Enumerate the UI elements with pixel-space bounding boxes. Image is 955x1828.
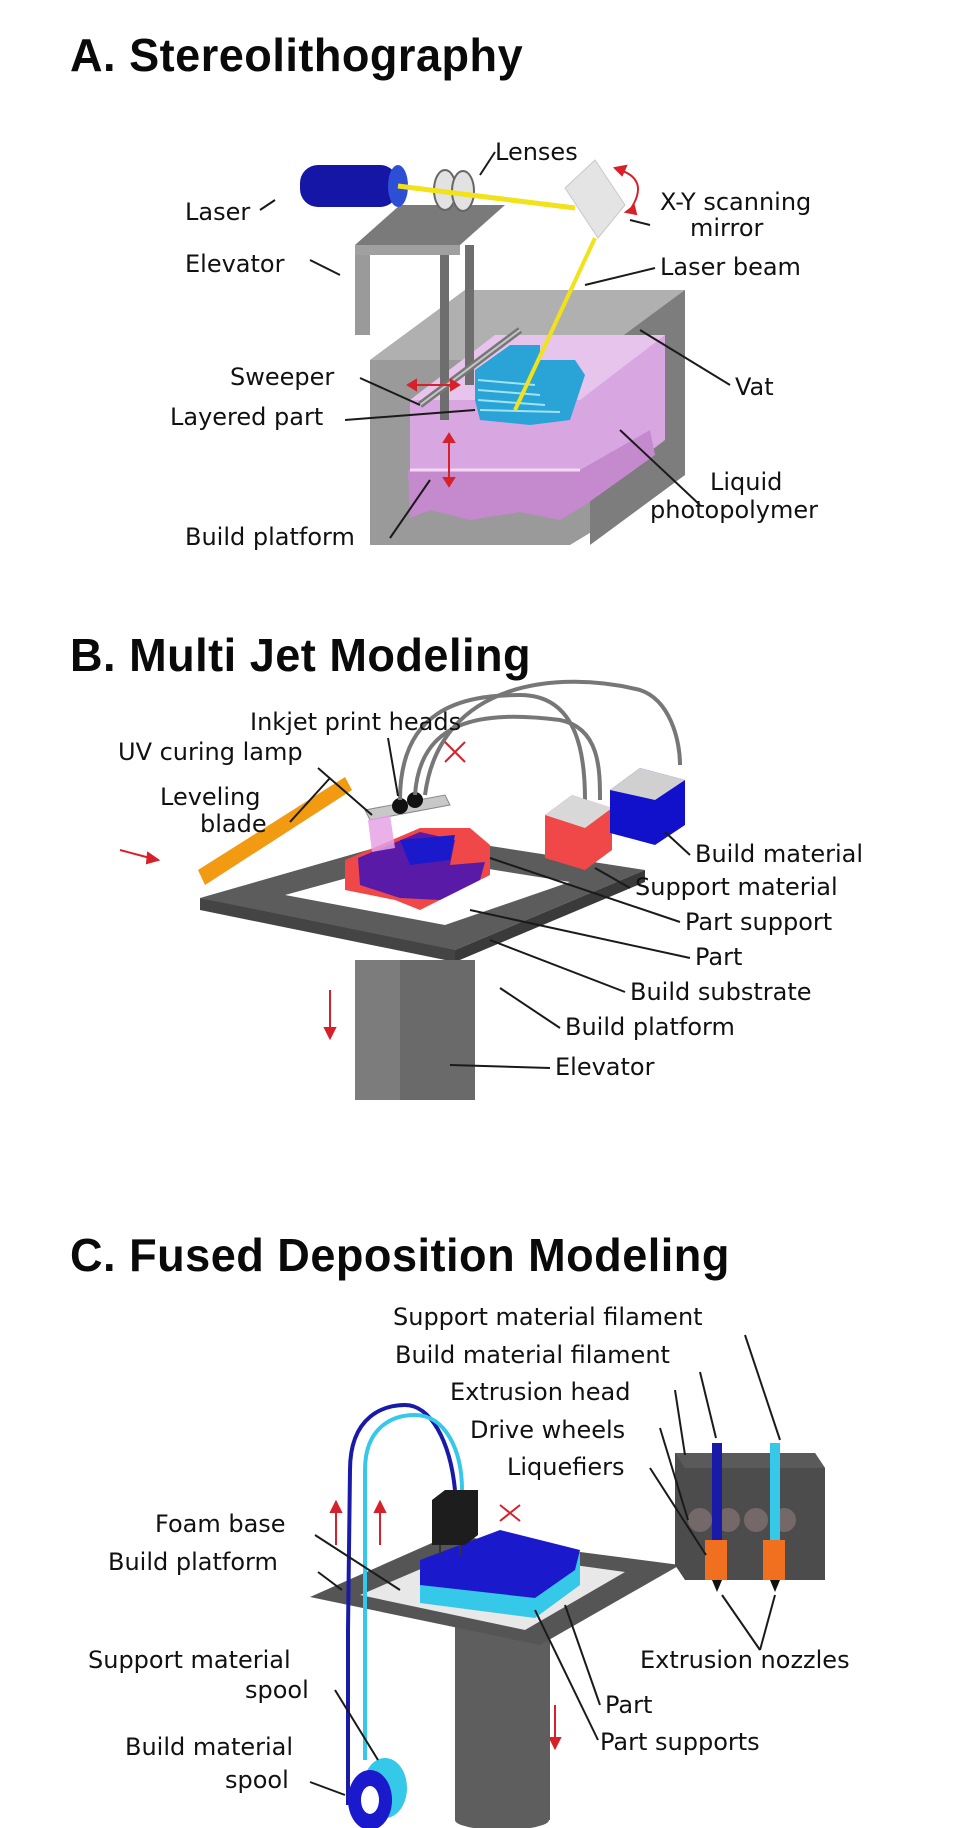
- sla-diagram: Lenses Laser X-Y scanning mirror Elevato…: [170, 138, 818, 551]
- label-build-substrate: Build substrate: [630, 978, 812, 1006]
- label-laser-beam: Laser beam: [660, 253, 801, 281]
- scanning-mirror: [564, 159, 626, 239]
- leveling-blade: [198, 777, 352, 885]
- panel-title-a: A. Stereolithography: [70, 29, 524, 81]
- print-head-2: [407, 792, 423, 808]
- label-build-platform: Build platform: [185, 523, 355, 551]
- label-leveling: Leveling: [160, 783, 260, 811]
- extrusion-head: [432, 1490, 478, 1555]
- print-head-1: [392, 798, 408, 814]
- label-build-material-spool-1: Build material: [125, 1733, 293, 1761]
- labels-b: Inkjet print heads UV curing lamp Leveli…: [118, 708, 863, 1081]
- motion-arrows: [406, 164, 639, 488]
- feed-tubes: [398, 679, 682, 801]
- uv-curing-lamp: [368, 815, 395, 852]
- label-laser: Laser: [185, 198, 250, 226]
- label-sweeper: Sweeper: [230, 363, 334, 391]
- extrusion-nozzle-2: [770, 1580, 780, 1592]
- label-photopolymer: photopolymer: [650, 496, 818, 524]
- label-blade: blade: [200, 810, 267, 838]
- label-build-platform: Build platform: [108, 1548, 278, 1576]
- label-build-material-spool-2: spool: [225, 1766, 289, 1794]
- extrusion-nozzle-1: [712, 1580, 722, 1592]
- laser-beam: [397, 183, 597, 411]
- labels-c: Support material filament Build material…: [88, 1303, 850, 1796]
- label-support-material: Support material: [635, 873, 838, 901]
- label-scanning-mirror-2: mirror: [690, 214, 764, 242]
- label-build-platform: Build platform: [565, 1013, 735, 1041]
- laser-emitter: [300, 165, 408, 207]
- elevator: [355, 205, 505, 420]
- extrusion-head-detail: [675, 1443, 825, 1592]
- label-part: Part: [605, 1691, 652, 1719]
- print-head-assembly: [364, 792, 451, 852]
- sweeper: [417, 327, 523, 408]
- label-drive-wheels: Drive wheels: [470, 1416, 625, 1444]
- label-extrusion-head: Extrusion head: [450, 1378, 630, 1406]
- label-part: Part: [695, 943, 742, 971]
- filaments: [346, 1402, 464, 1805]
- elevator-column: [455, 1620, 550, 1828]
- labels-a: Lenses Laser X-Y scanning mirror Elevato…: [170, 138, 818, 551]
- label-part-supports: Part supports: [600, 1728, 760, 1756]
- panel-fused-deposition-modeling: C. Fused Deposition Modeling: [0, 1200, 955, 1828]
- label-uv-curing-lamp: UV curing lamp: [118, 738, 303, 766]
- liquefier-2: [763, 1540, 785, 1580]
- label-extrusion-nozzles: Extrusion nozzles: [640, 1646, 850, 1674]
- support-material-filament: [770, 1443, 780, 1540]
- motion-arrows: [329, 1499, 562, 1751]
- label-part-support: Part support: [685, 908, 832, 936]
- panel-multi-jet-modeling: B. Multi Jet Modeling: [0, 600, 955, 1200]
- panel-title-b: B. Multi Jet Modeling: [70, 629, 532, 681]
- panel-stereolithography: A. Stereolithography: [0, 0, 955, 600]
- support-material-container: [545, 795, 612, 870]
- label-elevator: Elevator: [185, 250, 285, 278]
- label-layered-part: Layered part: [170, 403, 323, 431]
- label-support-material-filament: Support material filament: [393, 1303, 703, 1331]
- label-vat: Vat: [735, 373, 774, 401]
- fdm-diagram: Support material filament Build material…: [88, 1303, 850, 1828]
- label-foam-base: Foam base: [155, 1510, 286, 1538]
- label-build-material-filament: Build material filament: [395, 1341, 670, 1369]
- layered-part: [475, 345, 585, 425]
- build-material-spool: [348, 1770, 392, 1828]
- build-material-container: [610, 768, 685, 845]
- label-support-material-spool-2: spool: [245, 1676, 309, 1704]
- mjm-diagram: Inkjet print heads UV curing lamp Leveli…: [118, 679, 863, 1100]
- liquefier-1: [705, 1540, 727, 1580]
- motion-arrows: [119, 741, 466, 1041]
- label-inkjet-print-heads: Inkjet print heads: [250, 708, 461, 736]
- label-scanning-mirror-1: X-Y scanning: [660, 188, 811, 216]
- elevator: [355, 960, 475, 1100]
- label-lenses: Lenses: [495, 138, 578, 166]
- build-material-filament: [712, 1443, 722, 1540]
- label-build-material: Build material: [695, 840, 863, 868]
- label-elevator: Elevator: [555, 1053, 655, 1081]
- label-liquefiers: Liquefiers: [507, 1453, 625, 1481]
- label-support-material-spool-1: Support material: [88, 1646, 291, 1674]
- panel-title-c: C. Fused Deposition Modeling: [70, 1229, 730, 1281]
- part: [358, 832, 485, 900]
- label-liquid: Liquid: [710, 468, 782, 496]
